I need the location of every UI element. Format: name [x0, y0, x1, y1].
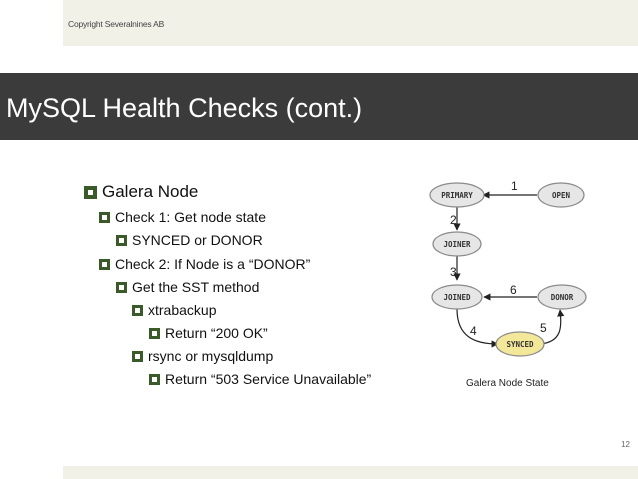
bullet-check-1: Check 1: Get node state [99, 209, 266, 225]
edge-label-4: 4 [470, 324, 477, 338]
bullet-return-503: Return “503 Service Unavailable” [149, 371, 371, 387]
bullet-galera-node: Galera Node [84, 182, 198, 202]
title-band [0, 73, 638, 140]
copyright-text: Copyright Severalnines AB [68, 19, 165, 29]
bullet-text: SYNCED or DONOR [132, 232, 263, 248]
square-bullet-icon [84, 185, 97, 199]
edge-label-2: 2 [450, 213, 457, 227]
node-label-joined: JOINED [443, 293, 471, 302]
edge-label-3: 3 [450, 265, 457, 279]
node-synced [495, 331, 545, 357]
node-joined [431, 284, 483, 310]
square-bullet-icon [99, 211, 110, 223]
node-donor [537, 284, 587, 310]
edge-label-6: 6 [510, 283, 517, 297]
bullet-synced-or-donor: SYNCED or DONOR [116, 232, 263, 248]
square-bullet-icon [116, 234, 127, 246]
square-bullet-icon [132, 350, 143, 362]
node-primary [429, 182, 485, 208]
edge-synced-to-donor [539, 309, 565, 345]
bullet-text: rsync or mysqldump [148, 348, 274, 364]
bullet-text: Check 2: If Node is a “DONOR” [115, 256, 311, 272]
bullet-text: Return “503 Service Unavailable” [165, 371, 372, 387]
footer-bar [63, 466, 638, 479]
node-label-donor: DONOR [551, 293, 574, 302]
bullet-text: Return “200 OK” [165, 325, 268, 341]
header-bar [63, 0, 638, 46]
node-label-open: OPEN [552, 191, 571, 200]
node-label-primary: PRIMARY [441, 191, 473, 200]
edge-label-5: 5 [540, 321, 547, 335]
bullet-rsync-mysqldump: rsync or mysqldump [132, 348, 273, 364]
square-bullet-icon [149, 373, 160, 385]
bullet-xtrabackup: xtrabackup [132, 302, 216, 318]
node-label-synced: SYNCED [506, 340, 534, 349]
node-joiner [432, 231, 482, 257]
bullet-text: Get the SST method [132, 279, 260, 295]
node-open [537, 182, 585, 208]
edge-label-1: 1 [511, 179, 518, 193]
diagram-caption: Galera Node State [466, 378, 549, 389]
bullet-sst-method: Get the SST method [116, 279, 259, 295]
square-bullet-icon [99, 258, 110, 270]
bullet-text: Galera Node [102, 182, 199, 201]
page-number: 12 [621, 440, 630, 449]
node-label-joiner: JOINER [443, 240, 471, 249]
square-bullet-icon [116, 281, 127, 293]
bullet-text: xtrabackup [148, 302, 217, 318]
slide-title: MySQL Health Checks (cont.) [6, 93, 363, 123]
galera-state-diagram: PRIMARY OPEN JOINER JOINED DONOR SYNCED … [429, 179, 587, 357]
bullet-return-200: Return “200 OK” [149, 325, 268, 341]
square-bullet-icon [149, 327, 160, 339]
square-bullet-icon [132, 304, 143, 316]
bullet-check-2: Check 2: If Node is a “DONOR” [99, 256, 310, 272]
edge-joined-to-synced [456, 308, 499, 348]
bullet-text: Check 1: Get node state [115, 209, 266, 225]
